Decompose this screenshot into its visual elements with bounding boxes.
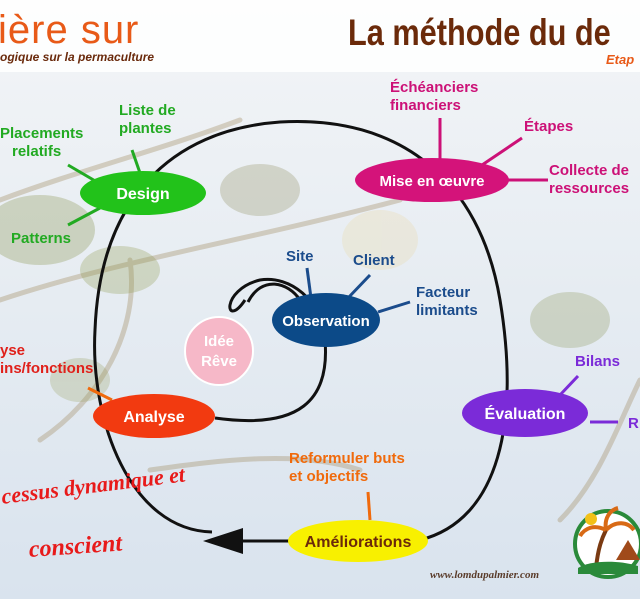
label-echeanciers-line2: financiers <box>390 97 461 114</box>
label-analyse-line1: yse <box>0 342 26 359</box>
node-observation-label: Observation <box>282 313 370 330</box>
label-etapes: Étapes <box>524 118 574 135</box>
node-evaluation[interactable]: Évaluation <box>462 389 588 437</box>
label-liste-line1: Liste de <box>119 102 176 119</box>
label-reformuler-line1: Reformuler buts <box>289 450 405 467</box>
header-subtitle-right: Etap <box>606 52 635 67</box>
label-analyse-besoins: yse ins/fonctions <box>0 342 93 378</box>
node-mise-en-oeuvre[interactable]: Mise en œuvre <box>355 158 509 202</box>
label-analyse-line2: ins/fonctions <box>0 360 94 377</box>
connector-analyse-label <box>87 386 113 402</box>
label-facteur-line2: limitants <box>416 302 478 319</box>
label-placements-line2: relatifs <box>12 143 62 160</box>
node-reve-label: Rêve <box>201 353 237 370</box>
connector-liste <box>130 149 142 174</box>
label-collecte: Collecte de ressources <box>549 162 629 198</box>
node-ameliorations-label: Améliorations <box>305 534 412 551</box>
label-patterns: Patterns <box>11 230 72 247</box>
node-idee-label: Idée <box>204 333 234 350</box>
label-site: Site <box>286 248 314 265</box>
label-bilans: Bilans <box>575 353 621 370</box>
header-title-left: ière sur <box>0 8 140 52</box>
label-collecte-line2: ressources <box>549 180 630 197</box>
palm-logo-icon <box>573 506 640 579</box>
node-ameliorations[interactable]: Améliorations <box>288 520 428 562</box>
label-reformuler-buts: Reformuler buts et objectifs <box>289 450 405 486</box>
connector-reformuler <box>366 491 372 521</box>
node-observation[interactable]: Observation <box>272 293 380 347</box>
connector-placements <box>67 163 98 184</box>
node-design[interactable]: Design <box>80 171 206 215</box>
label-r-cut: R <box>628 415 639 432</box>
node-mise-label: Mise en œuvre <box>379 173 484 190</box>
header-title-right: La méthode du de <box>348 12 611 53</box>
label-facteur-limitants: Facteur limitants <box>416 284 478 320</box>
label-facteur-line1: Facteur <box>416 284 471 301</box>
node-analyse[interactable]: Analyse <box>93 394 215 438</box>
connector-client <box>346 273 372 300</box>
spiral-center-curl <box>246 282 302 303</box>
node-analyse-label: Analyse <box>123 409 184 426</box>
label-client: Client <box>353 252 395 269</box>
website-url[interactable]: www.lomdupalmier.com <box>430 569 539 581</box>
label-placements-line1: Placements <box>0 125 84 142</box>
label-echeanciers: Échéanciers financiers <box>390 79 478 115</box>
connector-facteur <box>377 300 411 314</box>
connector-bilans <box>558 374 580 397</box>
label-reformuler-line2: et objectifs <box>289 468 369 485</box>
connector-patterns <box>67 206 101 227</box>
label-liste-de-plantes: Liste de plantes <box>119 102 176 138</box>
header-subtitle-left: ogique sur la permaculture <box>0 50 155 64</box>
connector-etapes <box>481 136 523 167</box>
label-echeanciers-line1: Échéanciers <box>390 79 479 96</box>
arrow-head <box>203 528 243 554</box>
node-idee-reve[interactable]: Idée Rêve <box>184 316 254 386</box>
connector-site <box>305 267 313 299</box>
label-collecte-line1: Collecte de <box>549 162 630 179</box>
label-placements-relatifs: Placements relatifs <box>0 125 83 161</box>
node-design-label: Design <box>116 186 169 203</box>
node-evaluation-label: Évaluation <box>485 404 566 423</box>
label-liste-line2: plantes <box>119 120 172 137</box>
